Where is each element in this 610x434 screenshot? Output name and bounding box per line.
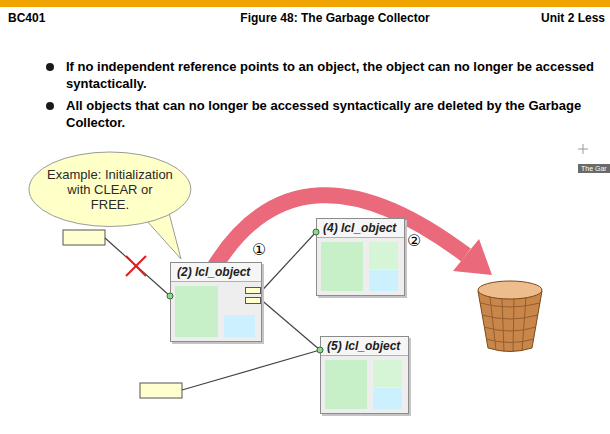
box-header: (2) lcl_object	[171, 263, 261, 282]
object-box: (5) lcl_object	[320, 336, 409, 414]
class-name: (5) lcl_object	[327, 339, 400, 353]
attribute-area	[175, 286, 218, 337]
attribute-area	[325, 360, 367, 409]
reference-line	[262, 232, 316, 291]
callout-bubble: Example: Initialization with CLEAR or FR…	[28, 151, 192, 228]
callout-text: Example: Initialization with CLEAR or FR…	[47, 167, 173, 212]
bullet-text: All objects that can no longer be access…	[66, 97, 601, 131]
object-box: (2) lcl_object	[170, 262, 262, 342]
attribute-area	[321, 242, 363, 291]
class-name: (4) lcl_object	[323, 221, 396, 235]
box-header: (4) lcl_object	[317, 219, 404, 238]
reference-variable	[140, 383, 182, 398]
move-cursor	[578, 144, 588, 154]
deleted-reference-line	[105, 238, 170, 296]
figure-title: Figure 48: The Garbage Collector	[180, 11, 490, 25]
attribute-area	[373, 360, 403, 387]
object-box: (4) lcl_object	[316, 218, 405, 296]
method-area	[224, 315, 255, 337]
trash-basket	[478, 281, 542, 352]
attribute-area	[369, 242, 399, 269]
callout-ellipse	[29, 152, 191, 227]
bullet-text: If no independent reference points to an…	[66, 58, 601, 92]
callout-number: ①	[252, 240, 266, 259]
tooltip-text: The Gar	[578, 164, 610, 173]
top-bar	[0, 0, 610, 7]
course-code: BC401	[8, 11, 45, 25]
cross-mark	[126, 256, 146, 276]
box-header: (5) lcl_object	[321, 337, 408, 356]
reference-line	[262, 301, 320, 351]
reference-attribute	[245, 287, 261, 294]
reference-dot	[317, 347, 323, 353]
method-area	[373, 388, 403, 409]
reference-variable	[63, 230, 105, 245]
reference-attribute	[245, 297, 261, 304]
unit-label: Unit 2 Less	[541, 11, 605, 25]
class-name: (2) lcl_object	[177, 265, 250, 279]
method-area	[369, 270, 399, 291]
reference-line	[182, 350, 320, 390]
bullet-dot	[46, 102, 54, 110]
reference-dot	[313, 229, 319, 235]
callout-number: ②	[407, 231, 421, 250]
callout-text-block: Example: Initialization with CLEAR or FR…	[47, 167, 173, 212]
bullet-dot	[46, 63, 54, 71]
reference-dot	[167, 293, 173, 299]
